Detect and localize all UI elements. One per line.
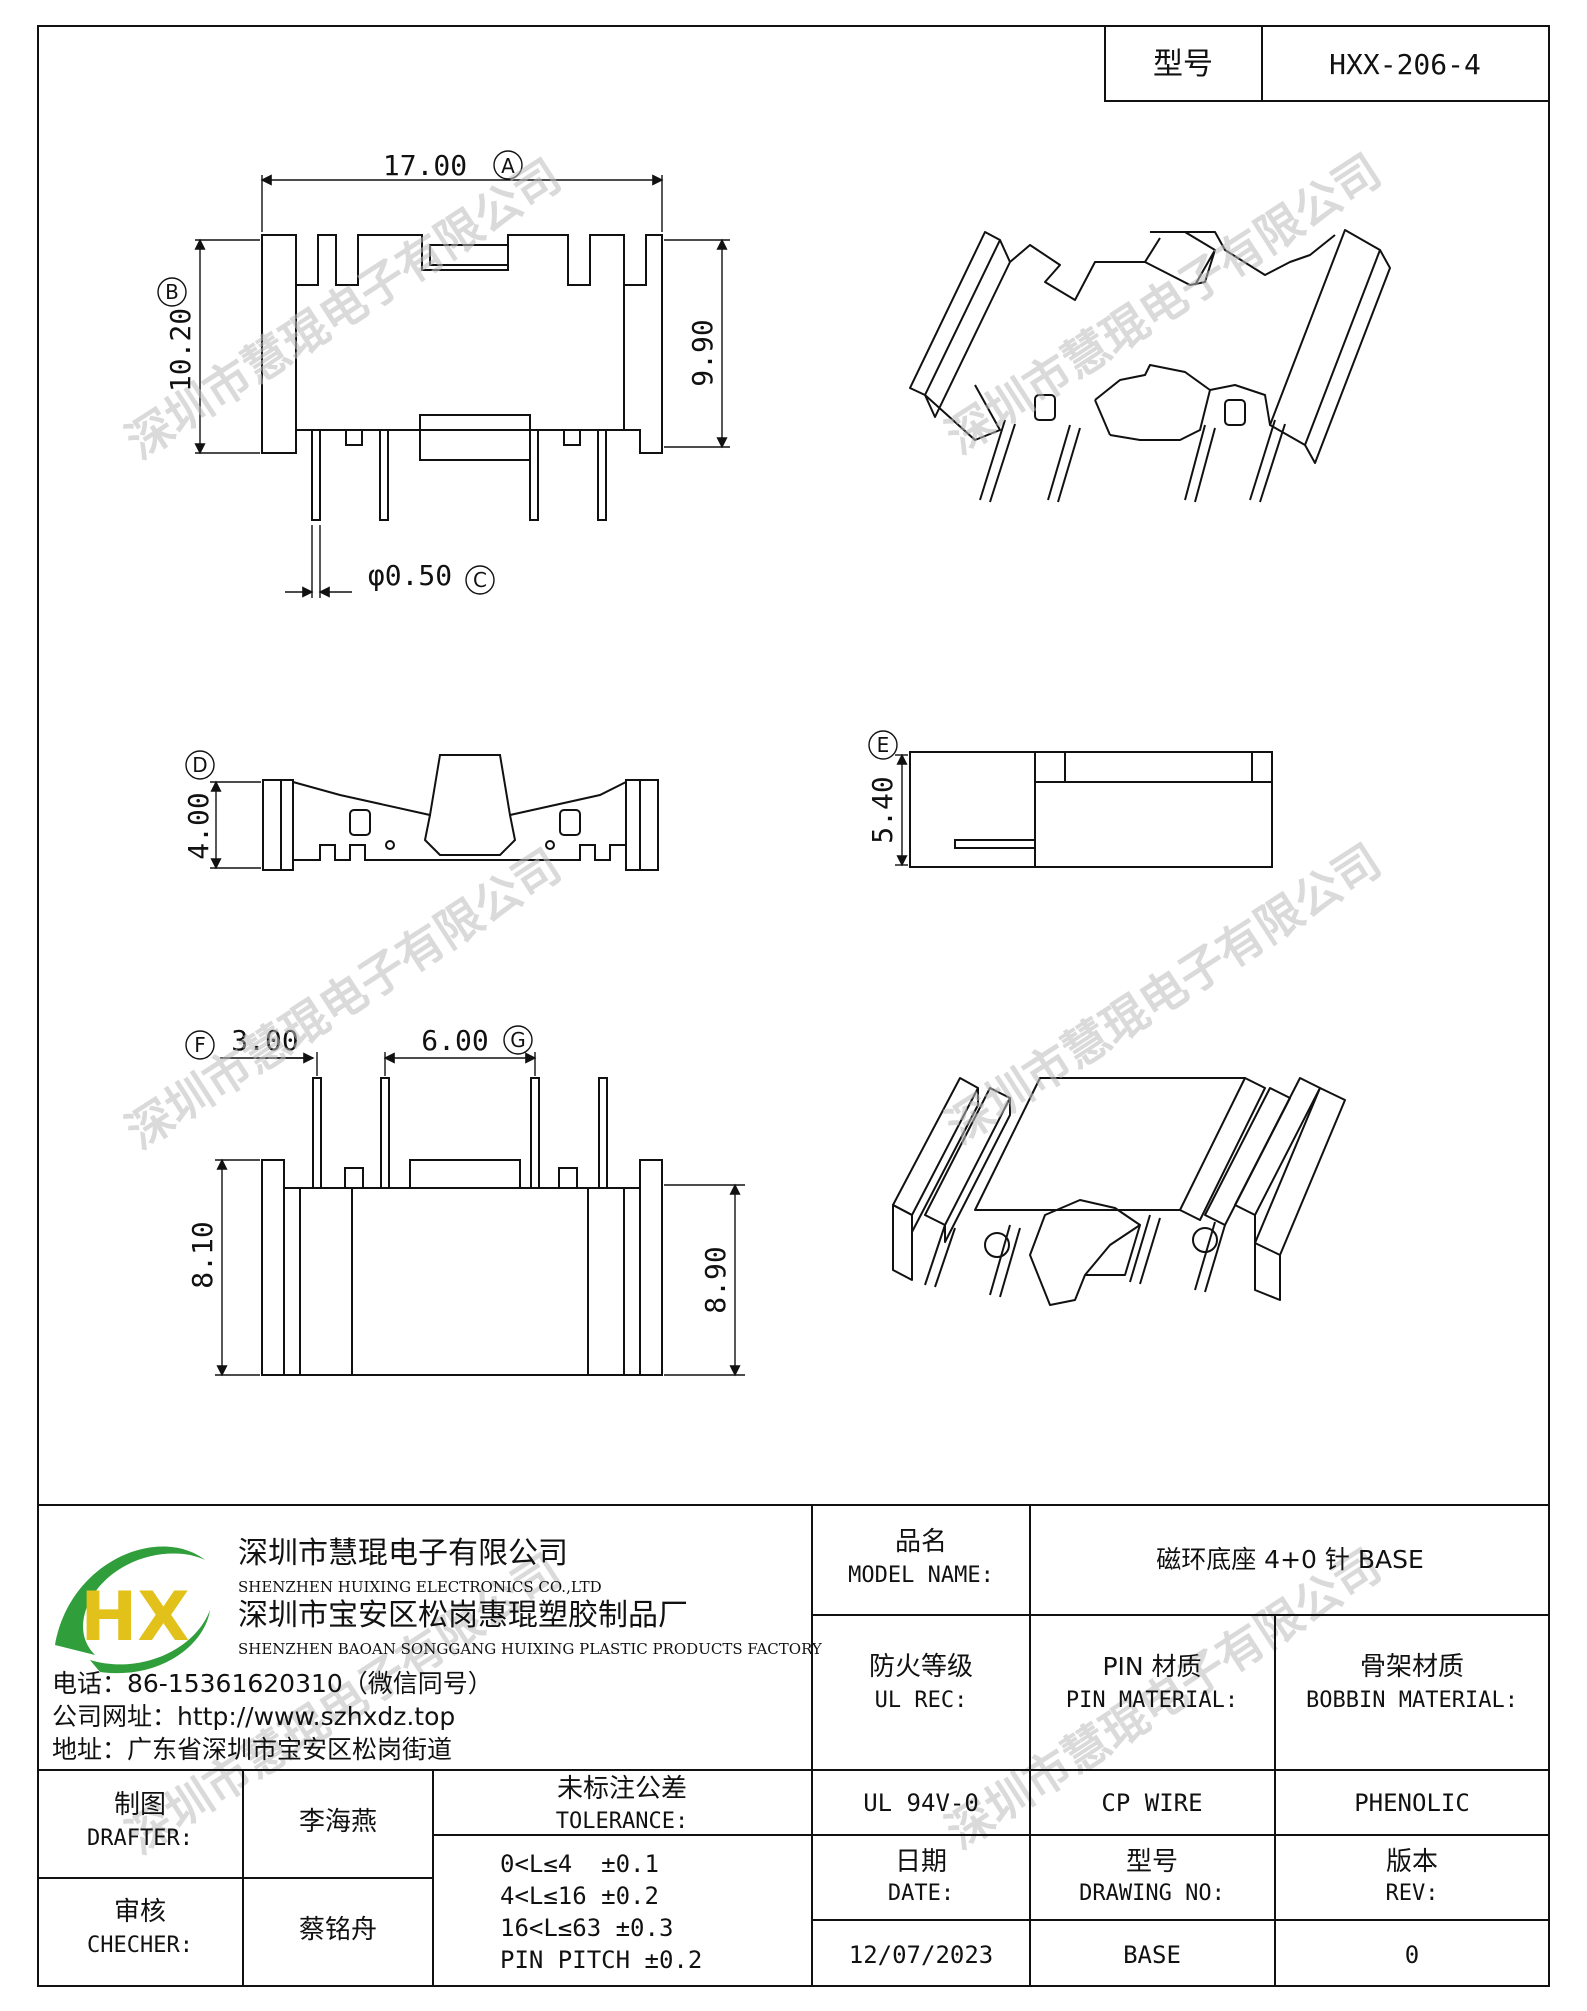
dim-front-height: 4.00: [182, 792, 215, 859]
dim-side-height-ref: E: [877, 733, 890, 757]
title-block-grid: [38, 1504, 1549, 1986]
tolerance-label-en: TOLERANCE:: [556, 1809, 688, 1834]
factory-name-cn: 深圳市宝安区松岗惠琨塑胶制品厂: [238, 1598, 688, 1633]
drafter-label-cn: 制图: [114, 1790, 166, 1820]
date-value: 12/07/2023: [849, 1941, 994, 1969]
logo-letters: HX: [80, 1578, 189, 1657]
company-address: 地址：广东省深圳市宝安区松岗街道: [52, 1735, 452, 1764]
checker-name: 蔡铭舟: [299, 1915, 377, 1945]
header-model-box: 型号 HXX-206-4: [1104, 25, 1550, 102]
bobbin-material-label-en: BOBBIN MATERIAL:: [1306, 1688, 1518, 1713]
company-website: 公司网址：http://www.szhxdz.top: [52, 1702, 455, 1731]
dim-pin-offset-ref: F: [194, 1033, 206, 1057]
dim-bottom-right-height: 8.90: [699, 1246, 732, 1313]
rev-label-cn: 版本: [1386, 1847, 1438, 1877]
isometric-view-bottom: [892, 1077, 1346, 1306]
dim-left-height: 10.20: [164, 308, 197, 392]
header-model-label: 型号: [1153, 47, 1213, 82]
dim-side-height: 5.40: [866, 776, 899, 843]
dim-bottom-left-height: 8.10: [186, 1221, 219, 1288]
dim-pin-spacing: 6.00: [421, 1024, 488, 1057]
rev-value: 0: [1405, 1941, 1419, 1969]
header-model-value: HXX-206-4: [1329, 48, 1481, 81]
tolerance-line-1: 0<L≤4 ±0.1: [500, 1850, 659, 1878]
company-name-cn: 深圳市慧琨电子有限公司: [238, 1536, 568, 1571]
dim-top-width: 17.00: [383, 149, 467, 182]
ul-value: UL 94V-0: [863, 1789, 979, 1817]
dim-pin-diameter-ref: C: [473, 568, 487, 592]
drawing-no-label-en: DRAWING NO:: [1079, 1881, 1225, 1906]
model-name-label-cn: 品名: [895, 1527, 947, 1557]
watermark-4: 深圳市慧琨电子有限公司: [937, 833, 1391, 1154]
drawing-no-label-cn: 型号: [1126, 1847, 1178, 1877]
factory-name-en: SHENZHEN BAOAN SONGGANG HUIXING PLASTIC …: [238, 1640, 823, 1658]
rev-label-en: REV:: [1386, 1881, 1439, 1906]
company-name-en: SHENZHEN HUIXING ELECTRONICS CO.,LTD: [238, 1578, 602, 1596]
watermark-3: 深圳市慧琨电子有限公司: [117, 838, 571, 1159]
dim-right-height: 9.90: [686, 319, 719, 386]
ul-label-cn: 防火等级: [869, 1652, 973, 1682]
bottom-view-drawing: [261, 1077, 663, 1376]
tolerance-label-cn: 未标注公差: [557, 1774, 687, 1804]
front-view-dimensions: [185, 750, 261, 870]
pin-material-label-en: PIN MATERIAL:: [1066, 1688, 1238, 1713]
isometric-view-top: [909, 229, 1391, 503]
ul-label-en: UL REC:: [875, 1688, 968, 1713]
dim-left-height-ref: B: [165, 280, 179, 304]
bottom-view-dimensions: [185, 1025, 745, 1377]
drawing-no-value: BASE: [1123, 1941, 1181, 1969]
tolerance-line-3: 16<L≤63 ±0.3: [500, 1914, 673, 1942]
dim-top-width-ref: A: [501, 154, 515, 178]
model-name-value: 磁环底座 4+0 针 BASE: [1156, 1545, 1424, 1574]
top-view-drawing: [261, 234, 663, 521]
date-label-cn: 日期: [895, 1847, 947, 1877]
side-view-dimensions: [868, 730, 908, 867]
side-view-drawing: [909, 751, 1273, 868]
pin-material-value: CP WIRE: [1101, 1789, 1202, 1817]
company-phone: 电话：86-15361620310（微信同号）: [52, 1669, 493, 1698]
watermark-2: 深圳市慧琨电子有限公司: [937, 143, 1391, 464]
dim-front-height-ref: D: [192, 753, 207, 777]
logo-swoosh-lower: [90, 1610, 210, 1674]
top-view-dimensions: [157, 150, 730, 598]
tolerance-line-4: PIN PITCH ±0.2: [500, 1946, 702, 1974]
tolerance-line-2: 4<L≤16 ±0.2: [500, 1882, 659, 1910]
model-name-label-en: MODEL NAME:: [848, 1563, 994, 1588]
dim-pin-diameter: φ0.50: [368, 559, 452, 592]
company-logo: HX: [55, 1546, 210, 1674]
dim-pin-offset: 3.00: [231, 1024, 298, 1057]
checker-label-cn: 审核: [114, 1897, 166, 1927]
bobbin-material-label-cn: 骨架材质: [1360, 1652, 1464, 1682]
date-label-en: DATE:: [888, 1881, 954, 1906]
checker-label-en: CHECHER:: [87, 1933, 193, 1958]
bobbin-material-value: PHENOLIC: [1354, 1789, 1470, 1817]
dim-pin-spacing-ref: G: [510, 1028, 526, 1052]
drafter-label-en: DRAFTER:: [87, 1826, 193, 1851]
logo-swoosh: [55, 1546, 205, 1655]
sheet-border: [37, 25, 1550, 1987]
pin-material-label-cn: PIN 材质: [1102, 1652, 1201, 1681]
front-view-drawing: [262, 754, 659, 871]
drafter-name: 李海燕: [299, 1807, 377, 1837]
